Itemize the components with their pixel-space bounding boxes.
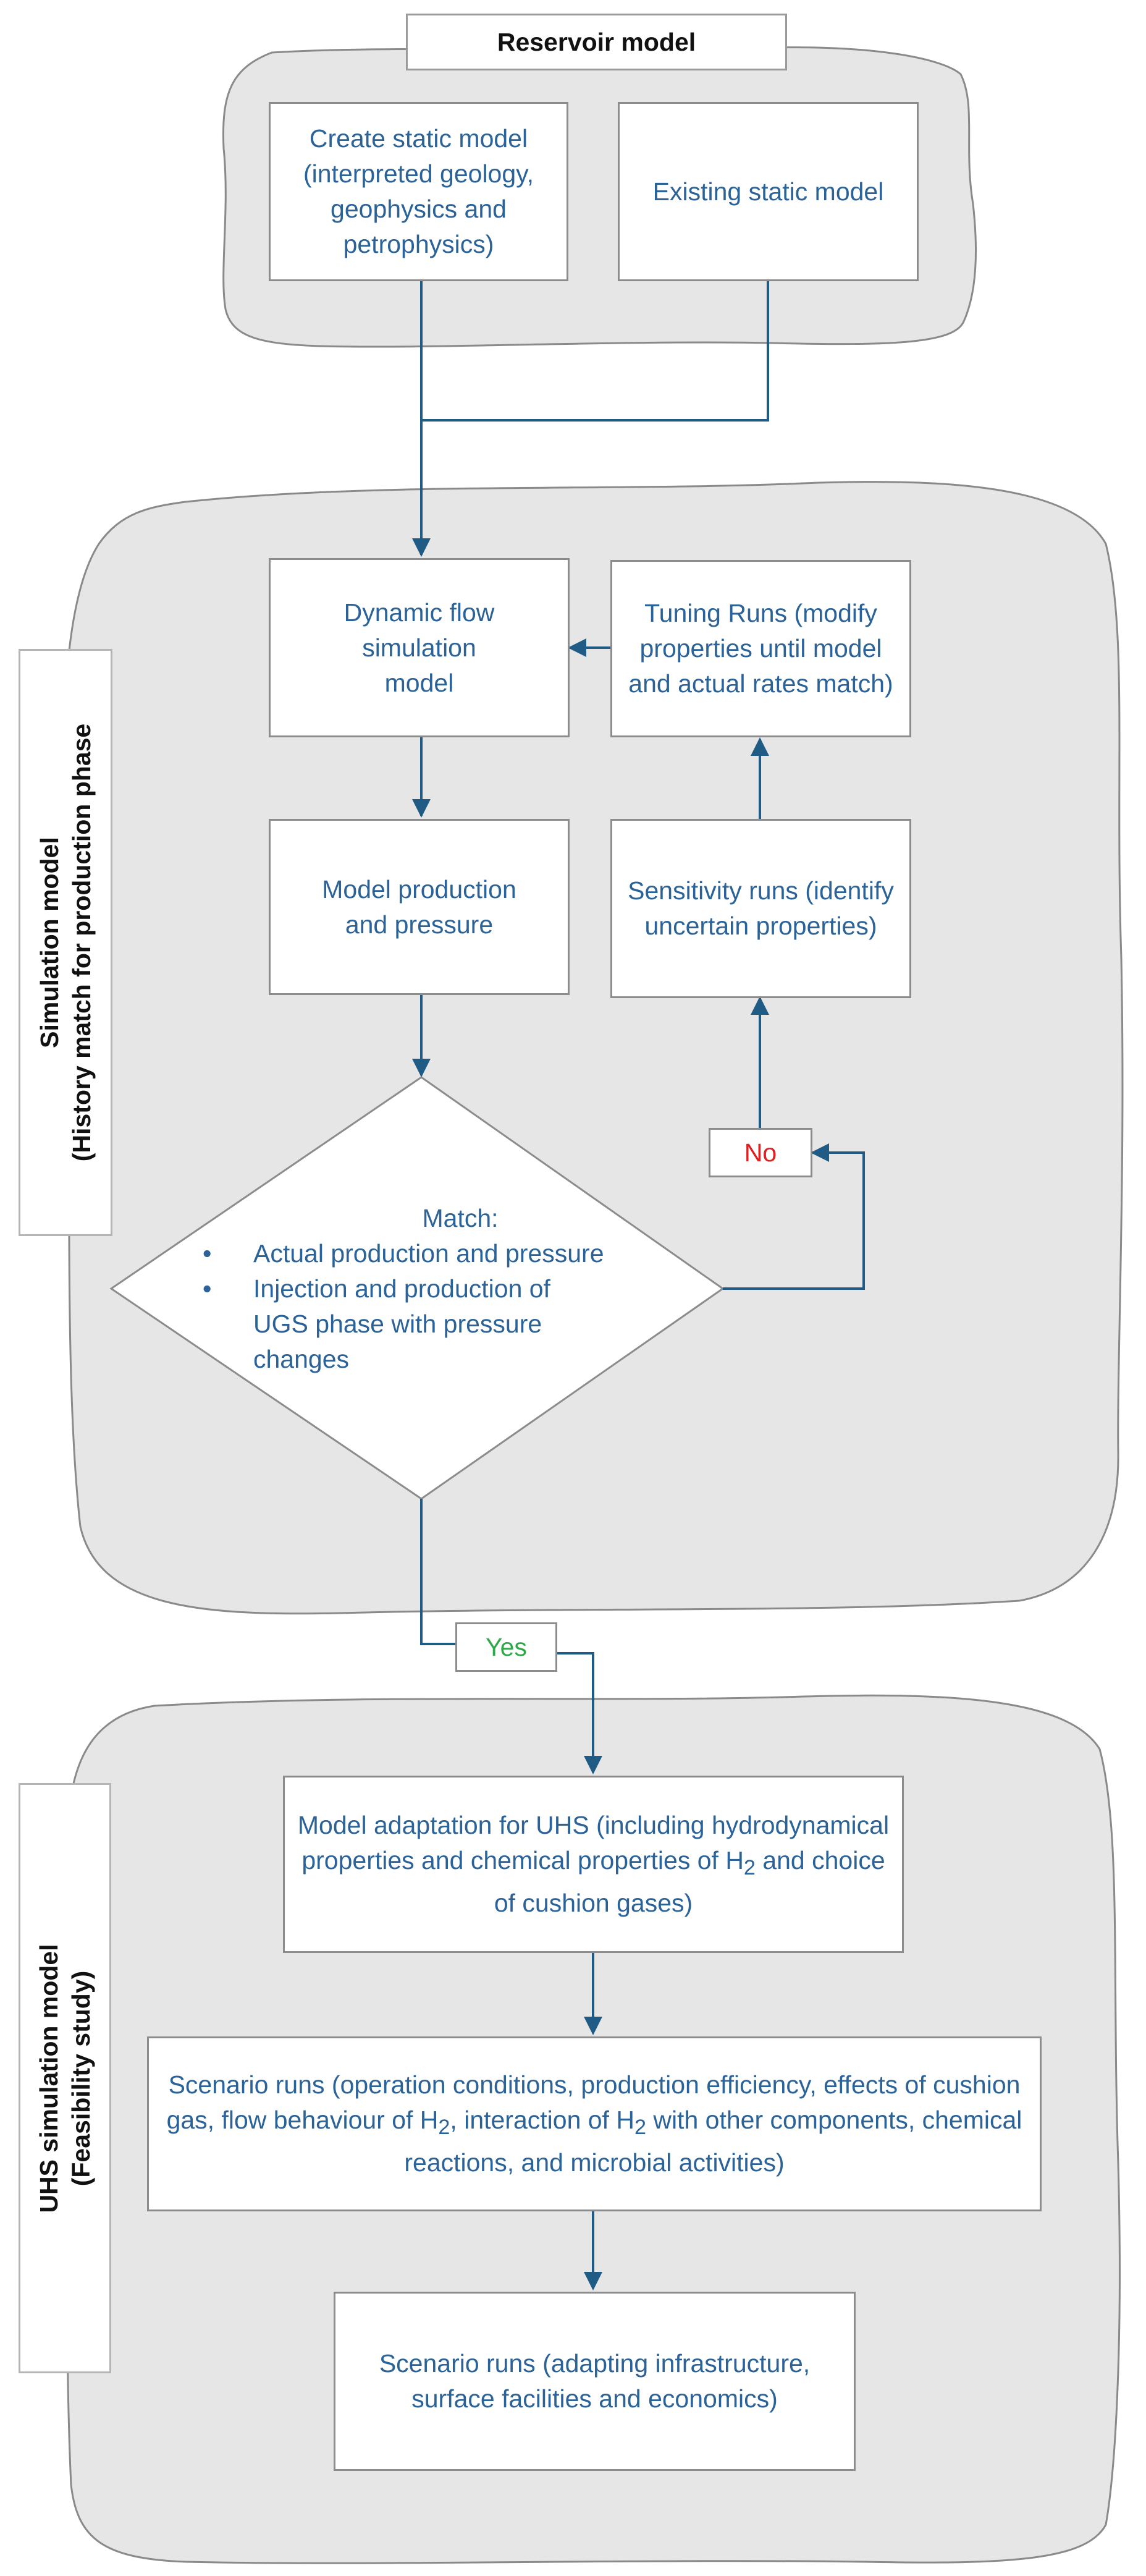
match-criterion-text: Actual production and pressure <box>253 1239 604 1268</box>
no-label-text: No <box>744 1138 777 1167</box>
match-criterion: • Actual production and pressure <box>167 1236 661 1271</box>
subscript-2: 2 <box>743 1856 756 1880</box>
model-production-text: Model production and pressure <box>322 875 516 939</box>
match-criterion: • Injection and production of UGS phase … <box>167 1271 661 1377</box>
existing-static-model-box: Existing static model <box>618 102 919 281</box>
tuning-runs-text: Tuning Runs (modify properties until mod… <box>628 599 893 698</box>
simulation-panel <box>62 481 1124 1615</box>
sensitivity-runs-box: Sensitivity runs (identify uncertain pro… <box>610 819 911 998</box>
reservoir-model-title-text: Reservoir model <box>497 27 696 56</box>
tuning-runs-box: Tuning Runs (modify properties until mod… <box>610 560 911 737</box>
create-static-model-box: Create static model (interpreted geology… <box>269 102 568 281</box>
match-heading: Match: <box>422 1204 499 1232</box>
subscript-2: 2 <box>634 2116 646 2140</box>
connector-existing-join <box>421 281 769 422</box>
dynamic-flow-model-box: Dynamic flow simulation model <box>269 558 570 737</box>
model-production-box: Model production and pressure <box>269 819 570 995</box>
uhs-label-line1: UHS simulation model <box>35 1943 63 2213</box>
yes-label: Yes <box>455 1622 557 1672</box>
yes-label-text: Yes <box>486 1632 527 1661</box>
bullet-marker: • <box>203 1239 212 1268</box>
model-adaptation-text: Model adaptation for UHS (including hydr… <box>295 1808 892 1921</box>
simulation-model-side-label: Simulation model (History match for prod… <box>19 649 112 1236</box>
uhs-simulation-side-text: UHS simulation model (Feasibility study) <box>33 1944 97 2213</box>
scenario-runs-text-part: , interaction of H <box>450 2105 634 2134</box>
match-criteria-list: • Actual production and pressure • Injec… <box>167 1236 661 1377</box>
match-criterion-text: Injection and production of UGS phase wi… <box>253 1274 550 1373</box>
scenario-runs-text-part: with other components, chemical reaction… <box>404 2105 1022 2177</box>
simulation-model-side-text: Simulation model (History match for prod… <box>33 724 98 1161</box>
match-decision-text: Match: • Actual production and pressure … <box>167 1201 661 1377</box>
reservoir-model-title: Reservoir model <box>406 14 787 70</box>
dynamic-flow-model-text: Dynamic flow simulation model <box>343 598 495 697</box>
model-adaptation-text-part: Model adaptation for UHS (including hydr… <box>297 1810 890 1875</box>
connector-yes-to-adaptation <box>556 1652 602 1774</box>
uhs-simulation-side-label: UHS simulation model (Feasibility study) <box>19 1783 111 2373</box>
connector-match-no-loop <box>723 1143 865 1290</box>
scenario-runs-operation-box: Scenario runs (operation conditions, pro… <box>147 2036 1042 2211</box>
sensitivity-runs-text: Sensitivity runs (identify uncertain pro… <box>628 876 894 940</box>
bullet-marker: • <box>203 1274 212 1303</box>
create-static-model-text: Create static model (interpreted geology… <box>303 124 534 258</box>
model-adaptation-text-part: and choice of cushion gases) <box>494 1845 885 1918</box>
scenario-runs-operation-text: Scenario runs (operation conditions, pro… <box>159 2067 1030 2180</box>
simulation-label-line2: (History match for production phase <box>67 723 96 1162</box>
model-adaptation-box: Model adaptation for UHS (including hydr… <box>283 1776 904 1953</box>
uhs-label-line2: (Feasibility study) <box>67 1970 95 2186</box>
existing-static-model-text: Existing static model <box>652 177 884 206</box>
scenario-runs-text-part: Scenario runs (operation conditions, pro… <box>166 2070 1021 2134</box>
connector-match-yes <box>420 1499 457 1645</box>
scenario-runs-infrastructure-box: Scenario runs (adapting infrastructure, … <box>334 2292 856 2471</box>
scenario-runs-infrastructure-text: Scenario runs (adapting infrastructure, … <box>379 2349 811 2413</box>
subscript-2: 2 <box>438 2116 450 2140</box>
no-label: No <box>709 1128 812 1177</box>
simulation-label-line1: Simulation model <box>35 837 64 1048</box>
